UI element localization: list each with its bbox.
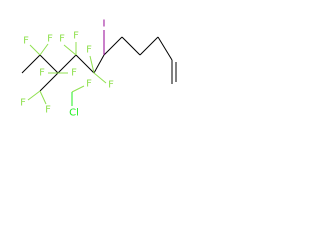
atom-fluorine-10: F [45,105,51,116]
atom-fluorine-1: F [108,80,114,91]
atom-iodine: I [103,19,106,30]
bond-c1-c2 [93,54,105,74]
atom-fluorine-8: F [47,34,53,45]
bond-c5-c6 [21,54,41,74]
bond-c-f-11 [71,85,85,93]
atom-fluorine-3: F [73,31,79,42]
atom-fluorine-5: F [39,68,45,79]
bond-c-f-10 [39,90,47,105]
bond-c-f-2 [89,55,95,74]
atom-fluorine-4: F [59,34,65,45]
atom-labels: I F F F F F F F F F F F Cl [20,19,114,119]
molecule-structure: I F F F F F F F F F F F Cl [20,19,177,119]
bond-c4-c5 [39,54,59,74]
bond-c6-c7 [39,72,59,92]
bond-c3-c4 [57,54,77,74]
bond-c8-c9 [121,36,141,56]
bond-c-f-9 [27,90,41,101]
substituent-bonds [27,30,107,106]
atom-fluorine-9: F [20,98,26,109]
carbon-skeleton [21,36,177,92]
bond-c9-c10 [139,36,159,56]
atom-fluorine-2: F [86,45,92,56]
atom-chlorine: Cl [69,108,79,119]
atom-fluorine-6: F [71,68,77,79]
bond-c7-c8 [103,36,123,56]
bond-c-f-1 [93,72,107,84]
bond-c-f-4 [63,44,77,56]
atom-fluorine-11: F [86,79,92,90]
bond-c2-c3 [75,54,95,74]
atom-fluorine-7: F [23,36,29,47]
bond-c-f-8 [39,43,49,56]
bond-c10-c11 [157,36,173,61]
bond-c-f-7 [29,44,41,56]
